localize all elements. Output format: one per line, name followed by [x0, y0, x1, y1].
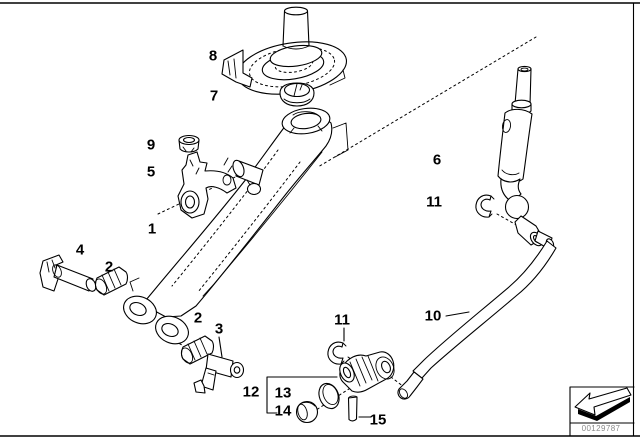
part-15-pin — [347, 395, 358, 422]
callout-13: 13 — [274, 384, 292, 402]
part-14-cap — [295, 400, 319, 424]
callout-3: 3 — [214, 320, 224, 338]
part-7-bearing-cup — [279, 82, 315, 107]
callout-6: 6 — [432, 151, 442, 169]
part-4-pin-lever — [39, 254, 97, 292]
callout-10: 10 — [424, 307, 442, 325]
callout-7: 7 — [209, 87, 219, 105]
diagram-code: 00129787 — [581, 424, 621, 433]
callout-12: 12 — [242, 383, 260, 401]
part-2-bushing-rear — [180, 335, 215, 365]
part-8-shift-boot-assembly — [221, 6, 348, 95]
callout-1: 1 — [147, 220, 157, 238]
part-11-clip-lower — [327, 341, 347, 365]
part-1-shift-arm — [123, 107, 349, 345]
callout-4: 4 — [75, 241, 85, 259]
callout-5: 5 — [146, 163, 156, 181]
return-arrow-icon — [574, 387, 632, 421]
callout-2: 2 — [193, 309, 203, 327]
part-13-ring — [318, 382, 340, 410]
callout-8: 8 — [208, 47, 218, 65]
callout-14: 14 — [274, 402, 292, 420]
part-10-selector-rod — [397, 230, 557, 400]
part-9-nut — [178, 134, 200, 153]
part-5-pivot-bracket — [177, 151, 237, 219]
callout-11: 11 — [426, 193, 442, 211]
callout-15: 15 — [369, 411, 387, 429]
callout-2: 2 — [104, 258, 114, 276]
callout-11: 11 — [334, 311, 350, 329]
part-2-bushing-front — [94, 266, 129, 296]
callout-9: 9 — [146, 136, 156, 154]
part-3-stop-bracket — [193, 353, 245, 394]
part-12-joint-coupling — [339, 351, 395, 393]
callout-leader-lines — [218, 311, 470, 418]
page-frame — [0, 2, 640, 437]
corner-stamp-box — [569, 386, 635, 437]
